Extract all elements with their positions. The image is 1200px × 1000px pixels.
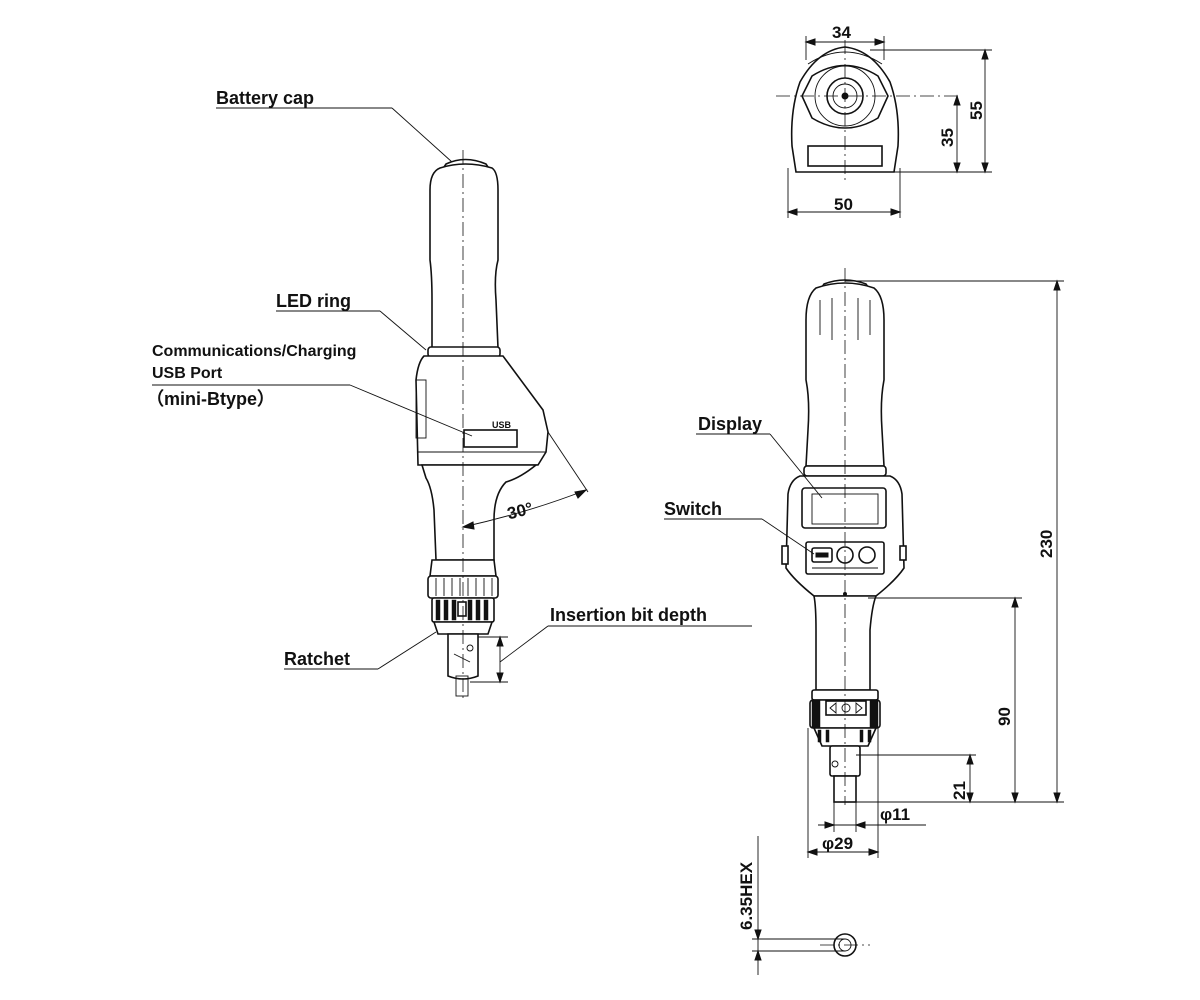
insertion-bit-depth-label: Insertion bit depth bbox=[550, 605, 707, 625]
usb-port bbox=[463, 429, 518, 448]
side-view: USB bbox=[415, 150, 549, 700]
top-view bbox=[776, 40, 960, 180]
side-grip bbox=[429, 163, 499, 349]
top-view-dims bbox=[786, 36, 992, 218]
side-neck bbox=[420, 464, 539, 561]
bit bbox=[455, 675, 469, 697]
side-body bbox=[415, 355, 549, 466]
dim-50: 50 bbox=[834, 195, 853, 214]
front-dims bbox=[806, 279, 1064, 858]
insertion-depth-dim bbox=[470, 635, 508, 684]
dim-34: 34 bbox=[832, 23, 851, 42]
hex-end-view bbox=[752, 836, 870, 975]
front-view bbox=[781, 268, 907, 805]
usb-port-label-line2: USB Port bbox=[152, 365, 223, 382]
switch-label: Switch bbox=[664, 499, 722, 519]
display-label: Display bbox=[698, 414, 762, 434]
dim-hex: 6.35HEX bbox=[737, 861, 756, 930]
front-display bbox=[801, 487, 887, 529]
battery-cap-label: Battery cap bbox=[216, 88, 314, 108]
dim-230: 230 bbox=[1037, 530, 1056, 558]
leader-lines-right bbox=[664, 433, 823, 555]
dim-21: 21 bbox=[950, 781, 969, 800]
dim-dia-29: φ29 bbox=[822, 834, 853, 853]
dim-35: 35 bbox=[938, 128, 957, 147]
dim-90: 90 bbox=[995, 707, 1014, 726]
leader-lines-left bbox=[152, 107, 752, 670]
led-ring-label: LED ring bbox=[276, 291, 351, 311]
usb-port-label-line3: （mini-Btype） bbox=[146, 389, 275, 409]
switch-button-power[interactable] bbox=[858, 546, 876, 564]
angle-30-label: 30° bbox=[505, 499, 535, 524]
dim-55: 55 bbox=[967, 101, 986, 120]
usb-port-label-line1: Communications/Charging bbox=[152, 343, 356, 360]
usb-marking: USB bbox=[492, 420, 512, 430]
ratchet-label: Ratchet bbox=[284, 649, 350, 669]
dim-dia-11: φ11 bbox=[880, 805, 910, 824]
